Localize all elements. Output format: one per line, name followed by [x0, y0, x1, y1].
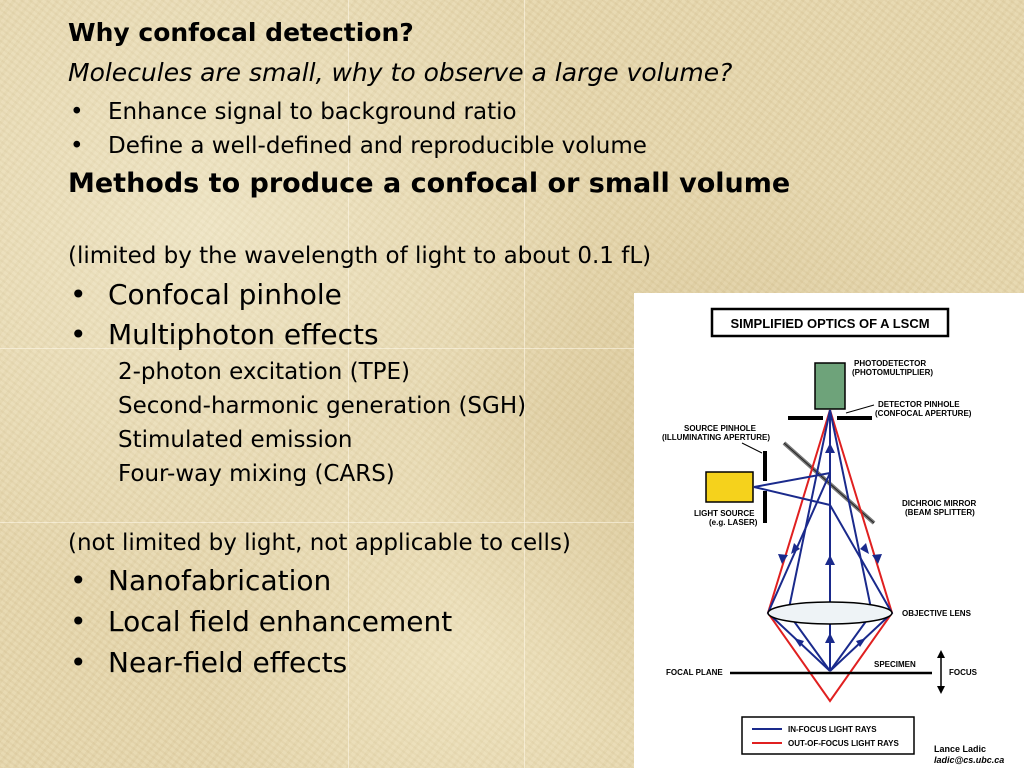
- illuminating-aperture-label: (ILLUMINATING APERTURE): [662, 433, 770, 442]
- focus-arrow-down: [937, 686, 945, 694]
- optics-diagram: SIMPLIFIED OPTICS OF A LSCM PHOTODETECTO…: [662, 307, 1004, 765]
- photodetector-block: [814, 362, 846, 410]
- multiphoton-item: Stimulated emission: [118, 427, 353, 453]
- method-text: Confocal pinhole: [108, 278, 342, 311]
- laser-label: (e.g. LASER): [709, 518, 758, 527]
- pinhole-pointer: [845, 404, 875, 414]
- method-item: • Multiphoton effects: [70, 318, 379, 351]
- slide-subtitle: Molecules are small, why to observe a la…: [68, 58, 733, 87]
- bullet: •: [70, 605, 87, 638]
- legend-in-focus-label: IN-FOCUS LIGHT RAYS: [788, 725, 877, 734]
- bullet: •: [70, 646, 87, 679]
- dichroic-mirror-label: DICHROIC MIRROR: [902, 499, 976, 508]
- method-item: • Nanofabrication: [70, 564, 331, 597]
- figure-title-box: [710, 307, 950, 338]
- objective-lens: [767, 601, 893, 625]
- out-of-focus-rays: [766, 409, 894, 703]
- background-seam: [0, 522, 1024, 523]
- photodetector-label: PHOTODETECTOR: [854, 359, 926, 368]
- method-item: • Near-field effects: [70, 646, 347, 679]
- method-text: Multiphoton effects: [108, 318, 379, 351]
- photomultiplier-label: (PHOTOMULTIPLIER): [852, 368, 933, 377]
- multiphoton-item: Four-way mixing (CARS): [118, 461, 395, 487]
- multiphoton-item: Second-harmonic generation (SGH): [118, 393, 527, 419]
- goal-item: • Define a well-defined and reproducible …: [70, 133, 647, 159]
- unlimited-note: (not limited by light, not applicable to…: [68, 530, 571, 556]
- bullet: •: [70, 318, 87, 351]
- multiphoton-item: 2-photon excitation (TPE): [118, 359, 411, 385]
- bullet: •: [70, 133, 84, 159]
- goal-text: Enhance signal to background ratio: [108, 99, 517, 125]
- background-seam: [524, 0, 525, 768]
- credit-email: ladic@cs.ubc.ca: [934, 755, 1004, 765]
- in-focus-rays: [753, 409, 894, 672]
- methods-heading: Methods to produce a confocal or small v…: [68, 168, 791, 199]
- goal-item: • Enhance signal to background ratio: [70, 99, 517, 125]
- background-seam: [348, 0, 349, 768]
- method-text: Nanofabrication: [108, 564, 332, 597]
- method-item: • Local field enhancement: [70, 605, 452, 638]
- light-source-block: [705, 471, 754, 503]
- goal-text: Define a well-defined and reproducible v…: [108, 133, 647, 159]
- focus-label: FOCUS: [949, 668, 978, 677]
- legend-out-focus-label: OUT-OF-FOCUS LIGHT RAYS: [788, 739, 899, 748]
- lscm-optics-figure: SIMPLIFIED OPTICS OF A LSCM PHOTODETECTO…: [634, 293, 1024, 768]
- objective-lens-label: OBJECTIVE LENS: [902, 609, 972, 618]
- method-text: Local field enhancement: [108, 605, 453, 638]
- light-source-label: LIGHT SOURCE: [694, 509, 755, 518]
- legend-box: [741, 716, 915, 755]
- source-pinhole-label: SOURCE PINHOLE: [684, 424, 757, 433]
- background-seam: [0, 348, 1024, 349]
- detector-pinhole-label: DETECTOR PINHOLE: [878, 400, 960, 409]
- bullet: •: [70, 564, 87, 597]
- slide-title: Why confocal detection?: [68, 18, 414, 47]
- focus-arrow-up: [937, 650, 945, 658]
- beam-splitter-label: (BEAM SPLITTER): [905, 508, 975, 517]
- source-pinhole-pointer: [741, 442, 763, 454]
- method-item: • Confocal pinhole: [70, 278, 342, 311]
- confocal-aperture-label: (CONFOCAL APERTURE): [875, 409, 972, 418]
- specimen-label: SPECIMEN: [874, 660, 916, 669]
- bullet: •: [70, 99, 84, 125]
- bullet: •: [70, 278, 87, 311]
- ray-arrows: [778, 443, 882, 647]
- method-text: Near-field effects: [108, 646, 348, 679]
- credit-name: Lance Ladic: [934, 744, 986, 754]
- figure-title: SIMPLIFIED OPTICS OF A LSCM: [730, 316, 929, 331]
- focal-plane-label: FOCAL PLANE: [666, 668, 723, 677]
- limited-note: (limited by the wavelength of light to a…: [68, 243, 652, 269]
